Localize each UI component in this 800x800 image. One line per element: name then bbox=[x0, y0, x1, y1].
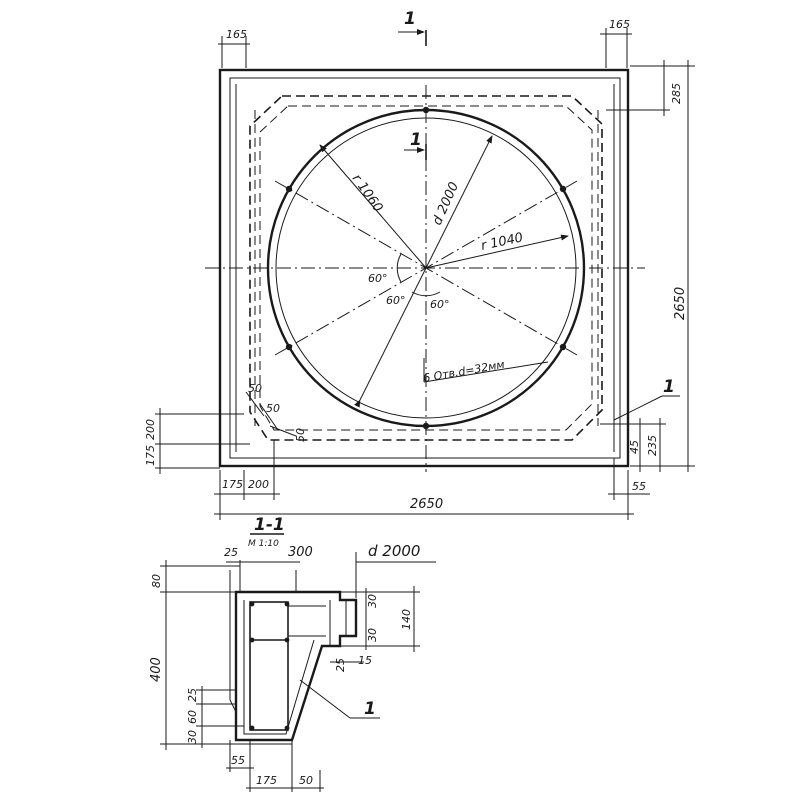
section-mark-inner-label: 1 bbox=[410, 130, 422, 150]
slab-outer-edge bbox=[218, 68, 630, 468]
dim-50-corner-a: 50 bbox=[248, 382, 262, 395]
section-scale: М 1:10 bbox=[248, 539, 279, 549]
dim-175-bottom: 175 bbox=[222, 478, 243, 491]
plan-view: 1 1 165 165 285 2650 45 235 1 bbox=[144, 9, 695, 520]
leader-line bbox=[299, 679, 351, 719]
rebar-dot bbox=[284, 725, 290, 731]
hole-marker bbox=[285, 343, 293, 351]
dim-140-right: 140 bbox=[400, 609, 413, 630]
corner-dim-line bbox=[269, 425, 297, 437]
dim-50-corner-c: 50 bbox=[294, 428, 307, 442]
dim-165-top-left: 165 bbox=[226, 28, 247, 41]
dim-30-right-a: 30 bbox=[366, 594, 379, 608]
rebar-dot bbox=[284, 637, 290, 643]
label-angle-3: 60° bbox=[430, 298, 450, 311]
dim-235-right: 235 bbox=[646, 435, 659, 456]
dim-80-left: 80 bbox=[150, 574, 163, 588]
dim-25-right: 25 bbox=[334, 658, 347, 672]
dim-15-right: 15 bbox=[358, 654, 372, 667]
dim-285-right: 285 bbox=[670, 83, 683, 104]
dim-55-bottom: 55 bbox=[231, 754, 245, 767]
hole-marker bbox=[559, 343, 567, 351]
leader-line bbox=[613, 395, 663, 421]
angle-arc bbox=[396, 253, 402, 283]
dim-175-left: 175 bbox=[144, 445, 157, 466]
dim-165-top-right: 165 bbox=[609, 18, 630, 31]
dim-d2000-top: d 2000 bbox=[368, 542, 420, 560]
dim-200-bottom: 200 bbox=[248, 478, 269, 491]
corner-dim-line bbox=[245, 391, 265, 417]
dim-2650-bottom: 2650 bbox=[410, 497, 443, 512]
dim-60-left: 60 bbox=[186, 710, 199, 724]
rebar-dot bbox=[284, 601, 290, 607]
label-angle-1: 60° bbox=[368, 272, 388, 285]
hole-marker bbox=[559, 185, 567, 193]
dim-25-left: 25 bbox=[186, 688, 199, 702]
dim-25-top: 25 bbox=[224, 546, 238, 559]
dim-2650-right: 2650 bbox=[673, 287, 688, 320]
dim-50-corner-b: 50 bbox=[266, 402, 280, 415]
section-profile-inner bbox=[243, 600, 315, 735]
section-leader-label-1: 1 bbox=[364, 699, 376, 719]
rebar-dot bbox=[249, 725, 255, 731]
rebar-outline-outer bbox=[249, 95, 603, 441]
section-edge bbox=[229, 699, 237, 713]
angle-arc bbox=[411, 291, 441, 297]
rebar-cage bbox=[249, 601, 289, 731]
label-d2000: d 2000 bbox=[430, 180, 462, 228]
dim-200-left: 200 bbox=[144, 419, 157, 440]
dim-50-bottom: 50 bbox=[299, 774, 313, 787]
rebar-outline-inner bbox=[259, 105, 593, 431]
hole-marker bbox=[422, 422, 430, 430]
dim-30-left: 30 bbox=[186, 730, 199, 744]
hole-marker bbox=[285, 185, 293, 193]
hole-marker bbox=[422, 106, 430, 114]
dim-45-right: 45 bbox=[628, 440, 641, 454]
dim-400-left: 400 bbox=[149, 657, 164, 682]
label-holes: 6 Отв.d=32мм bbox=[422, 358, 505, 385]
rebar-dot bbox=[249, 601, 255, 607]
rebar-dot bbox=[249, 637, 255, 643]
label-angle-2: 60° bbox=[386, 294, 406, 307]
section-title: 1-1 bbox=[254, 515, 285, 535]
leader-label-1: 1 bbox=[663, 377, 675, 397]
dim-175-bottom: 175 bbox=[256, 774, 277, 787]
dim-30-right-b: 30 bbox=[366, 628, 379, 642]
section-mark-label: 1 bbox=[404, 9, 416, 29]
radius-line-1040 bbox=[425, 234, 569, 269]
dim-300-top: 300 bbox=[288, 545, 313, 560]
section-view: 1-1 М 1:10 25 300 d 2000 8 bbox=[149, 515, 436, 792]
corner-dim-line bbox=[259, 403, 279, 431]
label-r1060: r 1060 bbox=[349, 172, 386, 215]
dim-55-bottom: 55 bbox=[632, 480, 646, 493]
holes-leader bbox=[423, 361, 549, 383]
section-profile bbox=[234, 590, 358, 742]
